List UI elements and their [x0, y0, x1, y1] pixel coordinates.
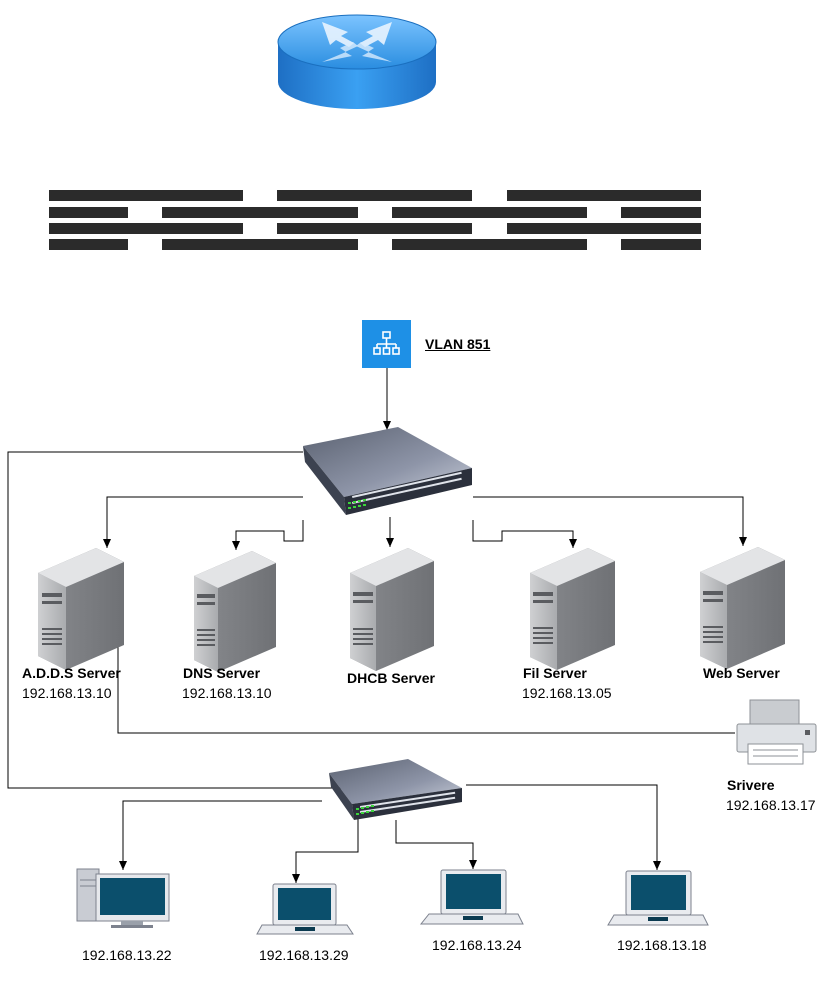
firewall-icon — [49, 190, 701, 250]
connectors — [7, 368, 747, 883]
server-dhcp-name: DHCB Server — [347, 670, 435, 686]
client-laptop-1-ip: 192.168.13.29 — [259, 947, 349, 963]
main-switch-icon — [303, 427, 472, 515]
server-file-ip: 192.168.13.05 — [522, 685, 612, 701]
desktop-icon — [76, 868, 170, 928]
vlan-network-icon — [362, 320, 411, 368]
server-dns-icon — [194, 551, 276, 672]
server-web-name: Web Server — [703, 665, 780, 681]
client-laptop-3-ip: 192.168.13.18 — [617, 937, 707, 953]
vlan-label: VLAN 851 — [425, 336, 491, 352]
access-switch-icon — [329, 759, 462, 820]
laptop-icon — [256, 883, 354, 935]
server-adds-icon — [38, 548, 124, 670]
laptop-icon — [607, 870, 709, 926]
server-adds-name: A.D.D.S Server — [22, 665, 121, 681]
server-web-icon — [700, 547, 785, 669]
printer-name: Srivere — [727, 777, 775, 793]
router-icon — [277, 14, 437, 109]
printer-icon — [736, 699, 817, 765]
client-desktop-ip: 192.168.13.22 — [82, 947, 172, 963]
server-file-name: Fil Server — [523, 665, 587, 681]
printer-ip: 192.168.13.17 — [726, 797, 816, 813]
server-dhcp-icon — [350, 548, 434, 671]
server-dns-name: DNS Server — [183, 665, 261, 681]
server-adds-ip: 192.168.13.10 — [22, 685, 112, 701]
laptop-icon — [419, 869, 524, 925]
server-dns-ip: 192.168.13.10 — [182, 685, 272, 701]
client-laptop-2-ip: 192.168.13.24 — [432, 937, 522, 953]
server-file-icon — [530, 548, 615, 670]
